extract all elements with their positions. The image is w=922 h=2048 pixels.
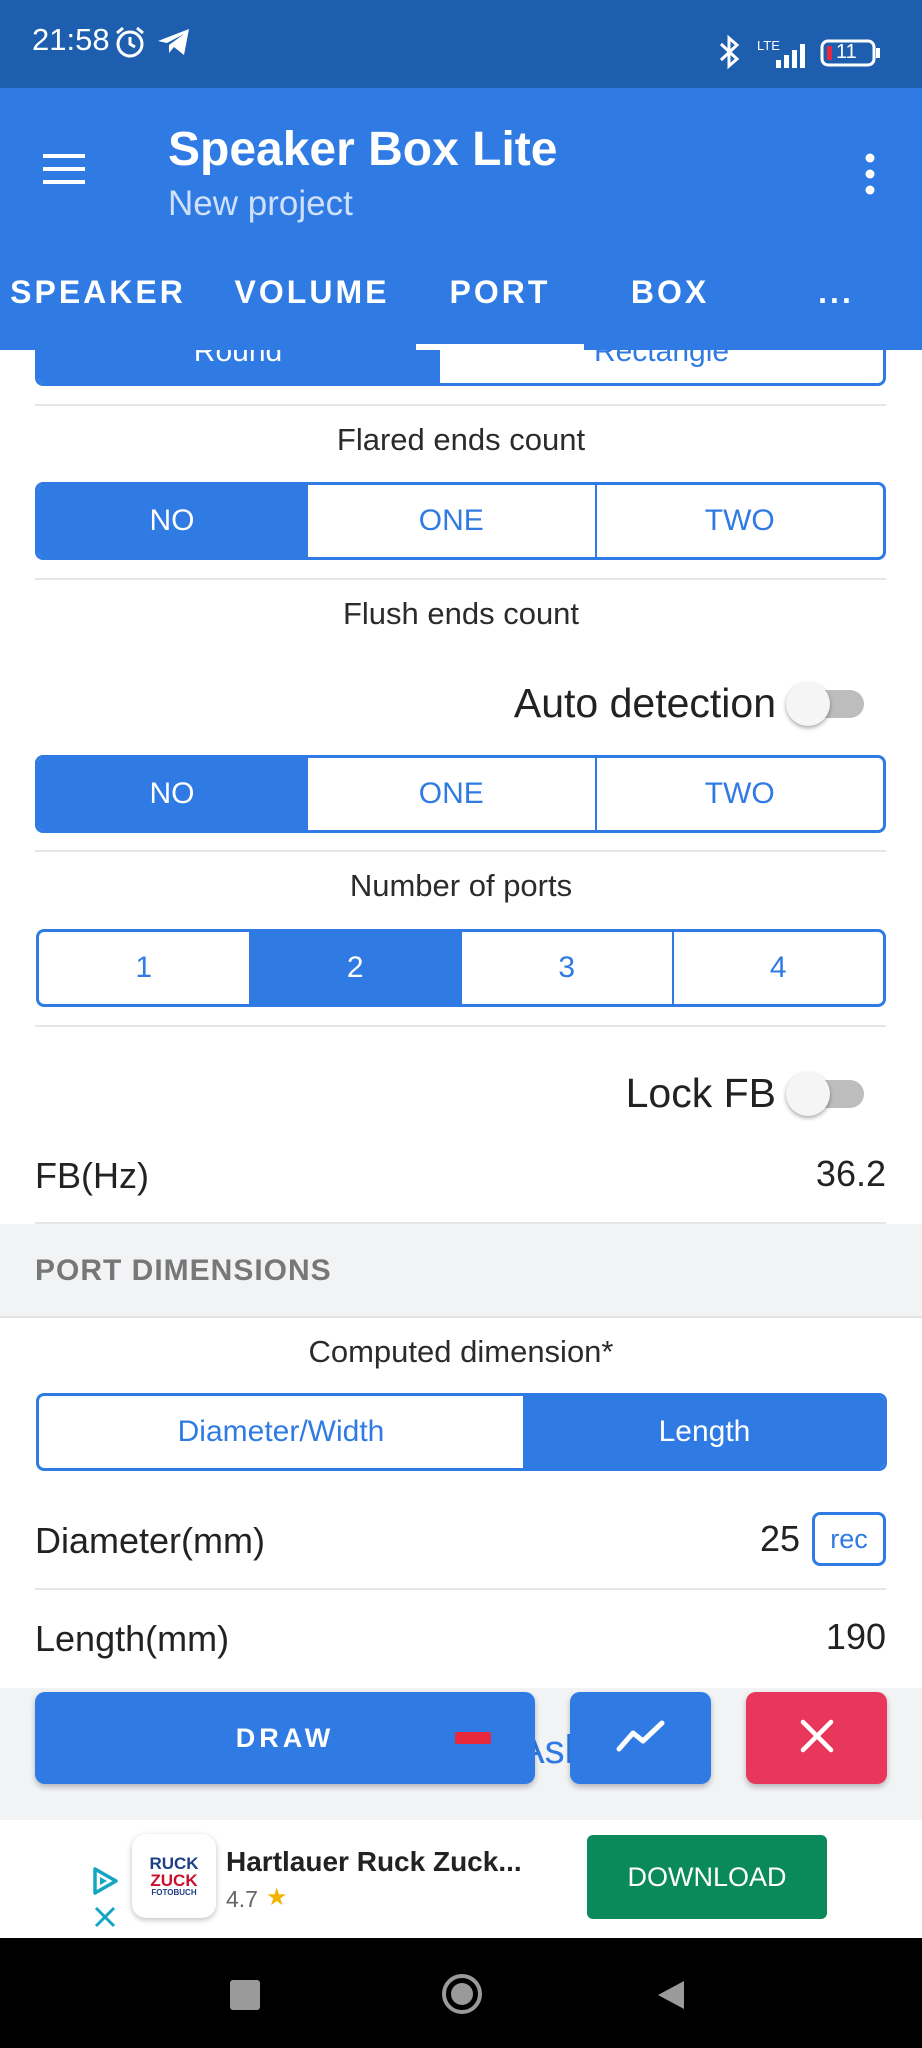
ports-option-2[interactable]: 2 bbox=[248, 932, 460, 1004]
ports-label: Number of ports bbox=[349, 868, 573, 903]
divider bbox=[35, 578, 886, 580]
divider bbox=[35, 404, 886, 406]
tab-speaker-top[interactable]: SPEAKER bbox=[10, 274, 186, 310]
draw-button[interactable]: DRAW bbox=[35, 1692, 535, 1784]
draw-label: DRAW bbox=[235, 1722, 335, 1753]
fb-label: FB(Hz) bbox=[35, 1155, 149, 1196]
lock-fb-label: Lock FB bbox=[625, 1070, 776, 1116]
rec-button[interactable]: rec bbox=[812, 1512, 886, 1566]
flared-ends-label: Flared ends count bbox=[336, 422, 586, 457]
tab-more-top[interactable]: ... bbox=[818, 274, 854, 310]
close-button[interactable] bbox=[746, 1692, 887, 1784]
status-time: 21:58 bbox=[32, 22, 110, 57]
logo-text-1: RUCK bbox=[149, 1854, 199, 1873]
close-icon bbox=[799, 1718, 835, 1759]
length-value[interactable]: 190 bbox=[825, 1616, 886, 1657]
flush-ends-label: Flush ends count bbox=[342, 596, 580, 631]
ad-banner: RUCK ZUCK FOTOBUCH Hartlauer Ruck Zuck..… bbox=[0, 1820, 922, 1938]
computed-dimension-selector: Diameter/Width Length bbox=[36, 1393, 887, 1471]
divider bbox=[35, 850, 886, 852]
flared-ends-no[interactable]: NO bbox=[38, 485, 306, 557]
alarm-icon bbox=[112, 24, 148, 65]
flush-ends-no[interactable]: NO bbox=[38, 758, 306, 830]
signal-icon bbox=[770, 40, 812, 73]
computed-length[interactable]: Length bbox=[523, 1396, 884, 1468]
ad-app-logo: RUCK ZUCK FOTOBUCH bbox=[132, 1834, 216, 1918]
network-type: LTE bbox=[757, 38, 780, 53]
tab-volume-top[interactable]: VOLUME bbox=[234, 274, 390, 310]
auto-detection-label: Auto detection bbox=[513, 680, 776, 726]
battery-icon: 11 bbox=[820, 38, 880, 68]
logo-text-3: FOTOBUCH bbox=[151, 1888, 197, 1897]
section-header: PORT DIMENSIONS bbox=[0, 1224, 922, 1318]
diameter-value[interactable]: 25 bbox=[759, 1518, 800, 1559]
divider bbox=[35, 1588, 886, 1590]
lock-fb-toggle[interactable] bbox=[786, 1072, 866, 1116]
flared-ends-selector: NO ONE TWO bbox=[35, 482, 886, 560]
chart-line-icon bbox=[616, 1719, 666, 1758]
ad-rating: 4.7 bbox=[226, 1886, 258, 1912]
port-dimensions-header: PORT DIMENSIONS bbox=[35, 1254, 332, 1287]
battery-level: 11 bbox=[836, 41, 857, 63]
ports-option-4[interactable]: 4 bbox=[671, 932, 884, 1004]
menu-icon[interactable] bbox=[40, 150, 90, 193]
ad-choices-icon[interactable] bbox=[90, 1866, 120, 1901]
divider bbox=[35, 1222, 886, 1224]
flared-ends-one[interactable]: ONE bbox=[306, 485, 595, 557]
ad-download-button[interactable]: DOWNLOAD bbox=[587, 1835, 827, 1919]
draw-indicator bbox=[455, 1732, 491, 1744]
flared-ends-two[interactable]: TWO bbox=[594, 485, 884, 557]
flush-ends-two[interactable]: TWO bbox=[594, 758, 884, 830]
telegram-icon bbox=[156, 26, 192, 63]
length-label: Length(mm) bbox=[35, 1618, 230, 1659]
auto-detection-toggle[interactable] bbox=[786, 682, 866, 726]
app-subtitle: New project bbox=[168, 184, 353, 223]
tab-box-top[interactable]: BOX bbox=[630, 274, 710, 310]
ports-option-3[interactable]: 3 bbox=[460, 932, 672, 1004]
computed-dimension-label: Computed dimension* bbox=[308, 1334, 614, 1369]
divider bbox=[35, 1025, 886, 1027]
computed-diameter-width[interactable]: Diameter/Width bbox=[177, 1415, 385, 1448]
fb-value[interactable]: 36.2 bbox=[815, 1153, 886, 1194]
navigation-bar bbox=[0, 1938, 922, 2048]
bluetooth-icon bbox=[718, 34, 740, 75]
logo-text-2: ZUCK bbox=[150, 1871, 198, 1890]
back-icon[interactable] bbox=[654, 1978, 688, 2017]
tab-indicator-top bbox=[416, 344, 584, 350]
status-bar: 21:58 LTE 11 bbox=[0, 0, 922, 88]
app-title: Speaker Box Lite bbox=[168, 123, 558, 176]
home-icon[interactable] bbox=[440, 1972, 484, 2021]
more-options-icon[interactable] bbox=[858, 150, 882, 203]
flush-ends-selector: NO ONE TWO bbox=[35, 755, 886, 833]
ports-option-1[interactable]: 1 bbox=[135, 951, 153, 984]
recents-icon[interactable] bbox=[230, 1980, 260, 2010]
star-icon: ★ bbox=[266, 1884, 288, 1911]
tab-port-top[interactable]: PORT bbox=[449, 274, 551, 310]
ad-app-name: Hartlauer Ruck Zuck... bbox=[226, 1846, 522, 1877]
diameter-label: Diameter(mm) bbox=[35, 1520, 265, 1561]
ad-close-icon[interactable] bbox=[92, 1904, 118, 1935]
ports-selector: 1 2 3 4 bbox=[36, 929, 886, 1007]
flush-ends-one[interactable]: ONE bbox=[306, 758, 595, 830]
chart-button[interactable] bbox=[570, 1692, 711, 1784]
